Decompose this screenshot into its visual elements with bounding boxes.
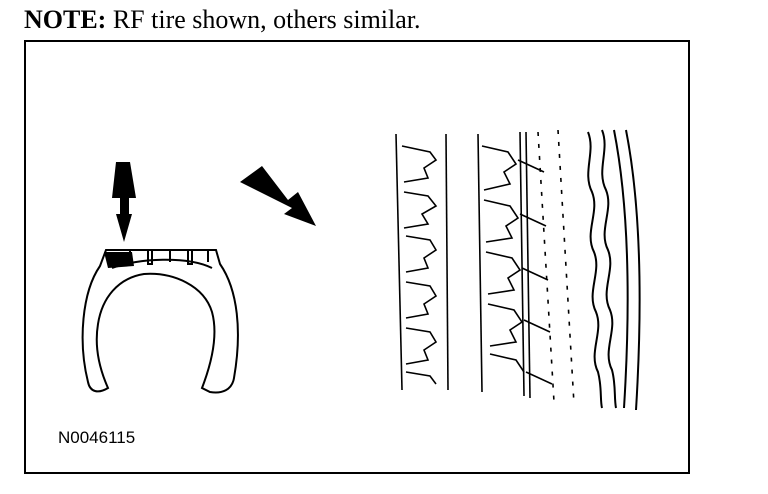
illustration-frame: N0046115: [24, 40, 690, 474]
tread-pattern-icon: [395, 129, 641, 411]
note-body: RF tire shown, others similar.: [106, 5, 421, 34]
figure-id: N0046115: [58, 428, 136, 447]
arrow-down-icon: [112, 162, 136, 242]
tire-cross-section-icon: [81, 249, 239, 394]
arrow-diagonal-icon: [240, 166, 316, 226]
note-text: NOTE: RF tire shown, others similar.: [24, 4, 421, 36]
note-label: NOTE:: [24, 5, 107, 34]
tire-illustration: [81, 129, 641, 411]
